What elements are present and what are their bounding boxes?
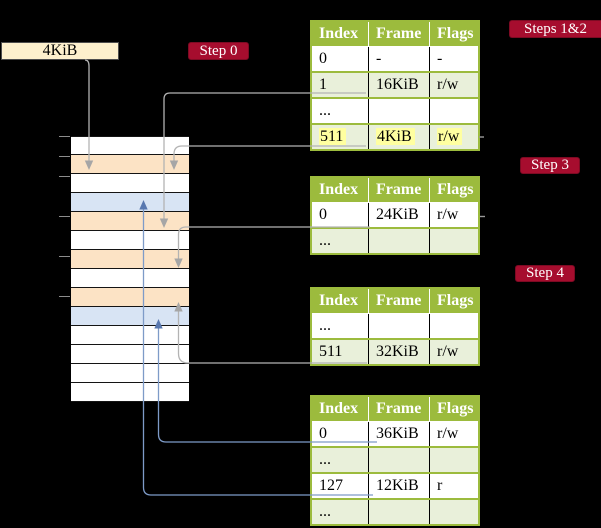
memory-row-white: [71, 136, 189, 155]
table-row: 511 32KiB r/w: [312, 338, 478, 364]
memory-row-white: [71, 174, 189, 193]
cell-frame: [368, 229, 429, 253]
cell-frame: 36KiB: [368, 422, 429, 446]
table-row: ...: [312, 446, 478, 472]
page-table-step-3: Index Frame Flags 0 24KiB r/w ...: [310, 176, 480, 255]
badge-step-4: Step 4: [515, 265, 575, 282]
table-row: ...: [312, 498, 478, 524]
table-row: 1 16KiB r/w: [312, 71, 478, 97]
cell-frame: [368, 500, 429, 524]
table-row: ...: [312, 227, 478, 253]
cell-index: 511: [319, 343, 343, 360]
header-flags: Flags: [429, 178, 478, 202]
table-row: ...: [312, 314, 478, 338]
cell-flags: [429, 448, 478, 472]
cell-flags: r/w: [429, 73, 478, 97]
header-flags: Flags: [429, 289, 478, 313]
cell-frame: 24KiB: [368, 203, 429, 227]
memory-row-blue: [71, 307, 189, 326]
memory-row-white: [71, 231, 189, 250]
page-size-box: 4KiB: [1, 42, 119, 60]
memory-row-peach: [71, 288, 189, 307]
table-header-row: Index Frame Flags: [312, 397, 478, 422]
page-table-step-4: Index Frame Flags ... 511 32KiB r/w: [310, 287, 480, 366]
cell-index: 0: [319, 50, 327, 67]
header-frame: Frame: [368, 289, 429, 313]
cell-frame: 32KiB: [368, 340, 429, 364]
cell-flags: r/w: [429, 125, 478, 149]
cell-frame: [368, 314, 429, 338]
cell-index: 127: [319, 477, 343, 494]
table-row: 127 12KiB r: [312, 472, 478, 498]
table-header-row: Index Frame Flags: [312, 178, 478, 203]
cell-index: ...: [319, 102, 331, 119]
cell-frame: 16KiB: [368, 73, 429, 97]
table-row: 0 24KiB r/w: [312, 203, 478, 227]
header-frame: Frame: [368, 22, 429, 46]
table-header-row: Index Frame Flags: [312, 289, 478, 314]
cell-index: ...: [319, 232, 331, 249]
cell-frame: -: [368, 47, 429, 71]
header-frame: Frame: [368, 397, 429, 421]
table-row: 0 36KiB r/w: [312, 422, 478, 446]
cell-flags: r/w: [429, 340, 478, 364]
page-table-bottom: Index Frame Flags 0 36KiB r/w ... 127 12…: [310, 395, 480, 526]
table-header-row: Index Frame Flags: [312, 22, 478, 47]
memory-row-white: [71, 326, 189, 345]
header-index: Index: [319, 25, 359, 42]
cell-flags: [429, 314, 478, 338]
table-row: 0 - -: [312, 47, 478, 71]
cell-flags: r: [429, 474, 478, 498]
cell-frame: 4KiB: [368, 125, 429, 149]
cell-index: ...: [319, 317, 331, 334]
cell-index: 511: [312, 125, 368, 149]
header-index: Index: [319, 181, 359, 198]
cell-flags: [429, 99, 478, 123]
cell-index: ...: [319, 451, 331, 468]
cell-index: 0: [319, 425, 327, 442]
header-flags: Flags: [429, 397, 478, 421]
header-index: Index: [319, 292, 359, 309]
page-table-steps-1-2: Index Frame Flags 0 - - 1 16KiB r/w ... …: [310, 20, 480, 151]
memory-row-white: [71, 345, 189, 364]
cell-frame: [368, 448, 429, 472]
badge-step-3: Step 3: [520, 157, 580, 174]
cell-flags: r/w: [429, 422, 478, 446]
cell-flags: -: [429, 47, 478, 71]
memory-row-peach: [71, 155, 189, 174]
highlight-text: r/w: [437, 128, 463, 145]
memory-row-blue: [71, 193, 189, 212]
highlight-text: 4KiB: [376, 128, 415, 145]
memory-tick-marks: [59, 136, 70, 297]
cell-flags: r/w: [429, 203, 478, 227]
cell-index: ...: [319, 503, 331, 520]
cell-index: 0: [319, 206, 327, 223]
cell-index: 1: [319, 76, 327, 93]
memory-row-peach: [71, 212, 189, 231]
header-index: Index: [319, 400, 359, 417]
memory-row-white: [71, 269, 189, 288]
table-row-highlighted: 511 4KiB r/w: [312, 123, 478, 149]
cell-frame: 12KiB: [368, 474, 429, 498]
cell-flags: [429, 500, 478, 524]
header-flags: Flags: [429, 22, 478, 46]
memory-row-peach: [71, 250, 189, 269]
badge-steps-1-2: Steps 1&2: [509, 20, 601, 38]
cell-frame: [368, 99, 429, 123]
memory-row-white: [71, 383, 189, 402]
badge-step-0: Step 0: [188, 42, 249, 60]
memory-row-white: [71, 364, 189, 383]
header-frame: Frame: [368, 178, 429, 202]
memory-column: [71, 136, 189, 402]
table-row: ...: [312, 97, 478, 123]
highlight-text: 511: [319, 128, 347, 145]
cell-flags: [429, 229, 478, 253]
